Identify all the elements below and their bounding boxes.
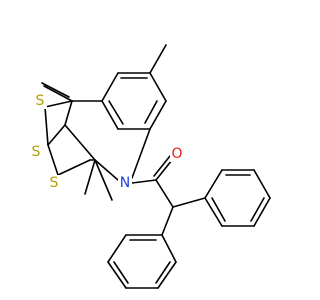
- bond-line: [250, 197, 265, 222]
- atom-o: O: [170, 146, 184, 162]
- molecule-structure: S S S N O: [29, 44, 271, 289]
- bond-line: [253, 169, 271, 199]
- bond-line: [64, 100, 73, 126]
- bond-line: [43, 85, 73, 102]
- bond-line: [44, 106, 49, 146]
- bond-line: [161, 234, 177, 263]
- bond-line: [47, 144, 59, 176]
- bond-line: [153, 155, 171, 177]
- bond-line: [94, 159, 119, 181]
- bond-line: [211, 197, 226, 222]
- atom-s-ring-1: S: [29, 144, 43, 160]
- bond-line: [155, 179, 174, 208]
- svg-text:O: O: [171, 146, 182, 162]
- bond-line: [149, 100, 167, 130]
- bond-line: [41, 82, 70, 98]
- bond-line: [44, 100, 73, 108]
- bond-line: [94, 159, 113, 201]
- atom-s-thione: S: [33, 93, 47, 109]
- bond-line: [47, 124, 66, 146]
- bond-line: [131, 128, 151, 179]
- svg-text:S: S: [36, 93, 45, 109]
- svg-text:S: S: [32, 144, 41, 160]
- bond-line: [57, 159, 91, 176]
- bond-line: [161, 206, 174, 236]
- bond-line: [144, 100, 158, 124]
- bond-line: [155, 159, 173, 181]
- bond-line: [107, 261, 127, 289]
- bond-layer: [41, 44, 271, 289]
- bond-line: [204, 197, 223, 227]
- bond-line: [64, 124, 96, 161]
- bond-line: [101, 100, 119, 130]
- svg-text:S: S: [50, 175, 59, 191]
- bond-line: [204, 169, 223, 199]
- bond-line: [84, 159, 96, 195]
- bond-line: [149, 44, 167, 74]
- svg-text:N: N: [120, 175, 130, 191]
- bond-line: [101, 72, 119, 102]
- bond-line: [108, 100, 124, 125]
- bond-line: [157, 261, 177, 289]
- bond-line: [107, 234, 127, 263]
- bond-line: [149, 72, 167, 102]
- bond-line: [253, 197, 271, 227]
- bond-line: [155, 261, 171, 284]
- bond-line: [172, 197, 206, 208]
- atom-s-ring-2: S: [47, 175, 61, 191]
- bond-line: [131, 179, 157, 184]
- bond-line: [113, 261, 129, 284]
- atom-n: N: [118, 175, 132, 191]
